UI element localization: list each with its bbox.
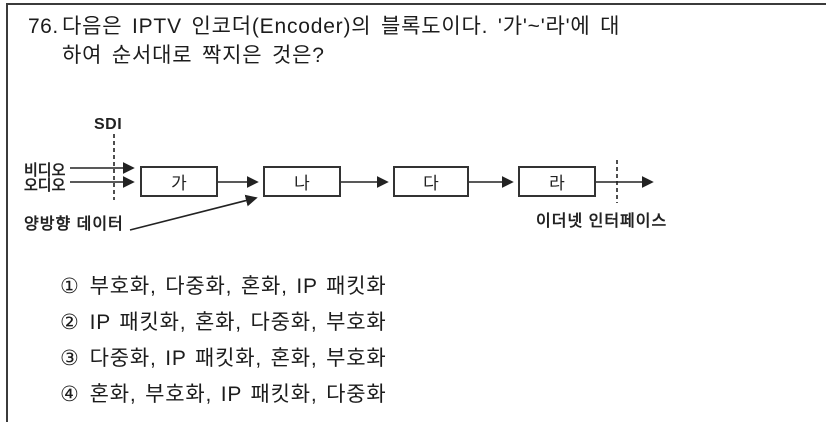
audio-input-label: 오디오 [24, 177, 66, 194]
question-line-1: 다음은 IPTV 인코더(Encoder)의 블록도이다. '가'~'라'에 대 [62, 15, 621, 38]
question-text: 다음은 IPTV 인코더(Encoder)의 블록도이다. '가'~'라'에 대… [62, 12, 620, 70]
choice-4: ④ 혼화, 부호화, IP 패킷화, 다중화 [60, 378, 386, 414]
choice-4-marker: ④ [60, 383, 80, 406]
sdi-label: SDI [94, 116, 123, 133]
choice-2-text: IP 패킷화, 혼화, 다중화, 부호화 [89, 311, 387, 334]
block-diagram: SDI 비디오 오디오 가 나 다 라 양방향 데이터 이더넷 인터페이스 [0, 110, 826, 262]
diagram-arrows [70, 134, 654, 231]
choice-3-text: 다중화, IP 패킷화, 혼화, 부호화 [89, 347, 387, 370]
video-input-label: 비디오 [24, 162, 66, 179]
choice-1-marker: ① [60, 275, 80, 298]
box-na: 나 [263, 166, 341, 197]
choice-3: ③ 다중화, IP 패킷화, 혼화, 부호화 [60, 342, 386, 378]
box-ga: 가 [140, 166, 218, 197]
choice-4-text: 혼화, 부호화, IP 패킷화, 다중화 [89, 383, 387, 406]
bidirectional-data-label: 양방향 데이터 [24, 216, 124, 233]
box-da: 다 [393, 166, 469, 197]
answer-choices: ① 부호화, 다중화, 혼화, IP 패킷화 ② IP 패킷화, 혼화, 다중화… [60, 270, 386, 414]
question: 76. 다음은 IPTV 인코더(Encoder)의 블록도이다. '가'~'라… [28, 12, 620, 70]
ethernet-interface-label: 이더넷 인터페이스 [536, 213, 668, 230]
choice-2: ② IP 패킷화, 혼화, 다중화, 부호화 [60, 306, 386, 342]
page-top-border [6, 3, 826, 5]
choice-1-text: 부호화, 다중화, 혼화, IP 패킷화 [89, 275, 387, 298]
choice-3-marker: ③ [60, 347, 80, 370]
choice-1: ① 부호화, 다중화, 혼화, IP 패킷화 [60, 270, 386, 306]
page-left-border [6, 3, 8, 422]
box-ra: 라 [518, 166, 596, 197]
question-number: 76. [28, 15, 59, 38]
choice-2-marker: ② [60, 311, 80, 334]
question-line-2: 하여 순서대로 짝지은 것은? [62, 44, 325, 67]
